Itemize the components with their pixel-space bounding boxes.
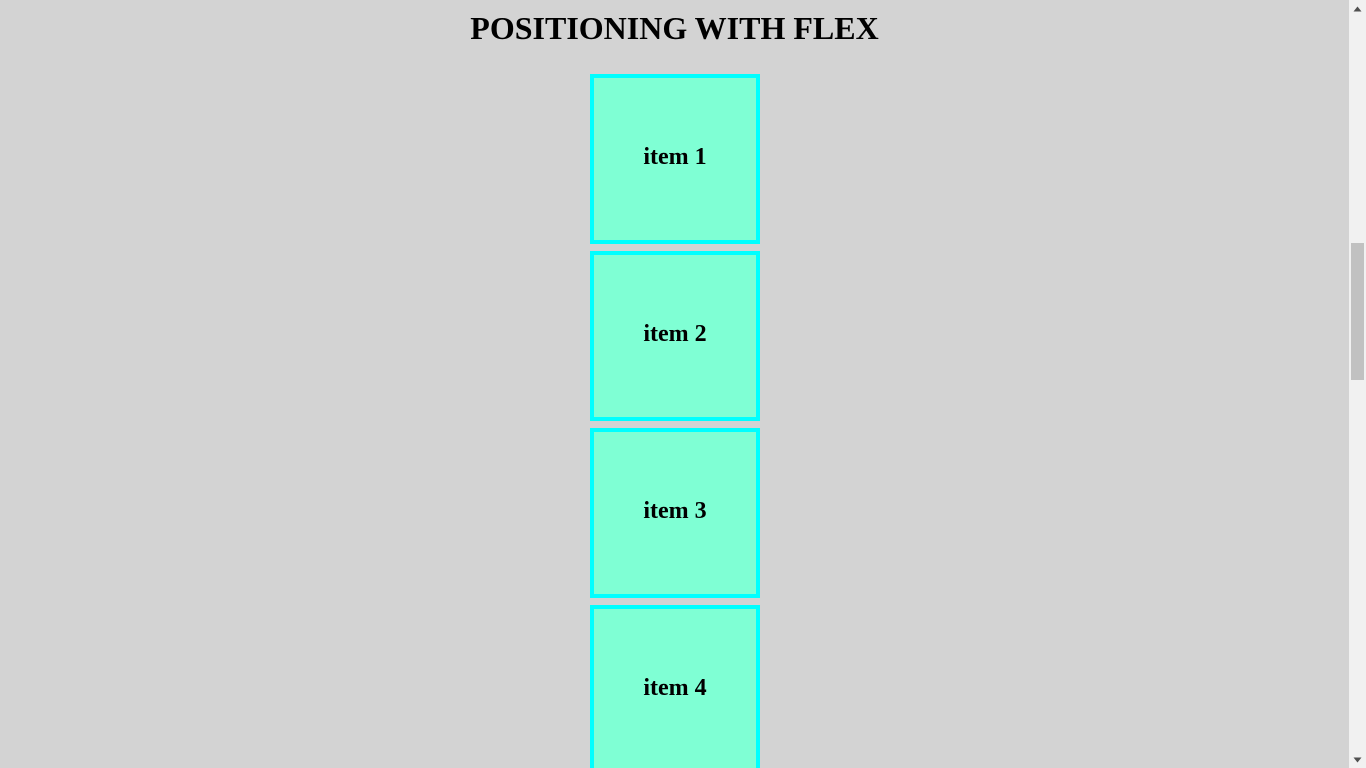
flex-item-3: item 3 [590,428,760,598]
triangle-up-icon [1353,6,1362,11]
flex-item-label: item 3 [643,497,707,524]
vertical-scrollbar[interactable] [1349,0,1366,768]
flex-item-2: item 2 [590,251,760,421]
scroll-thumb[interactable] [1351,243,1364,380]
flex-container: item 1 item 2 item 3 item 4 [590,74,760,768]
scroll-down-button[interactable] [1349,751,1366,768]
flex-item-4: item 4 [590,605,760,768]
triangle-down-icon [1353,757,1362,762]
page-title: POSITIONING WITH FLEX [470,10,879,46]
scroll-up-button[interactable] [1349,0,1366,17]
flex-item-label: item 4 [643,674,707,701]
flex-item-1: item 1 [590,74,760,244]
flex-item-label: item 1 [643,143,707,170]
flex-item-label: item 2 [643,320,707,347]
